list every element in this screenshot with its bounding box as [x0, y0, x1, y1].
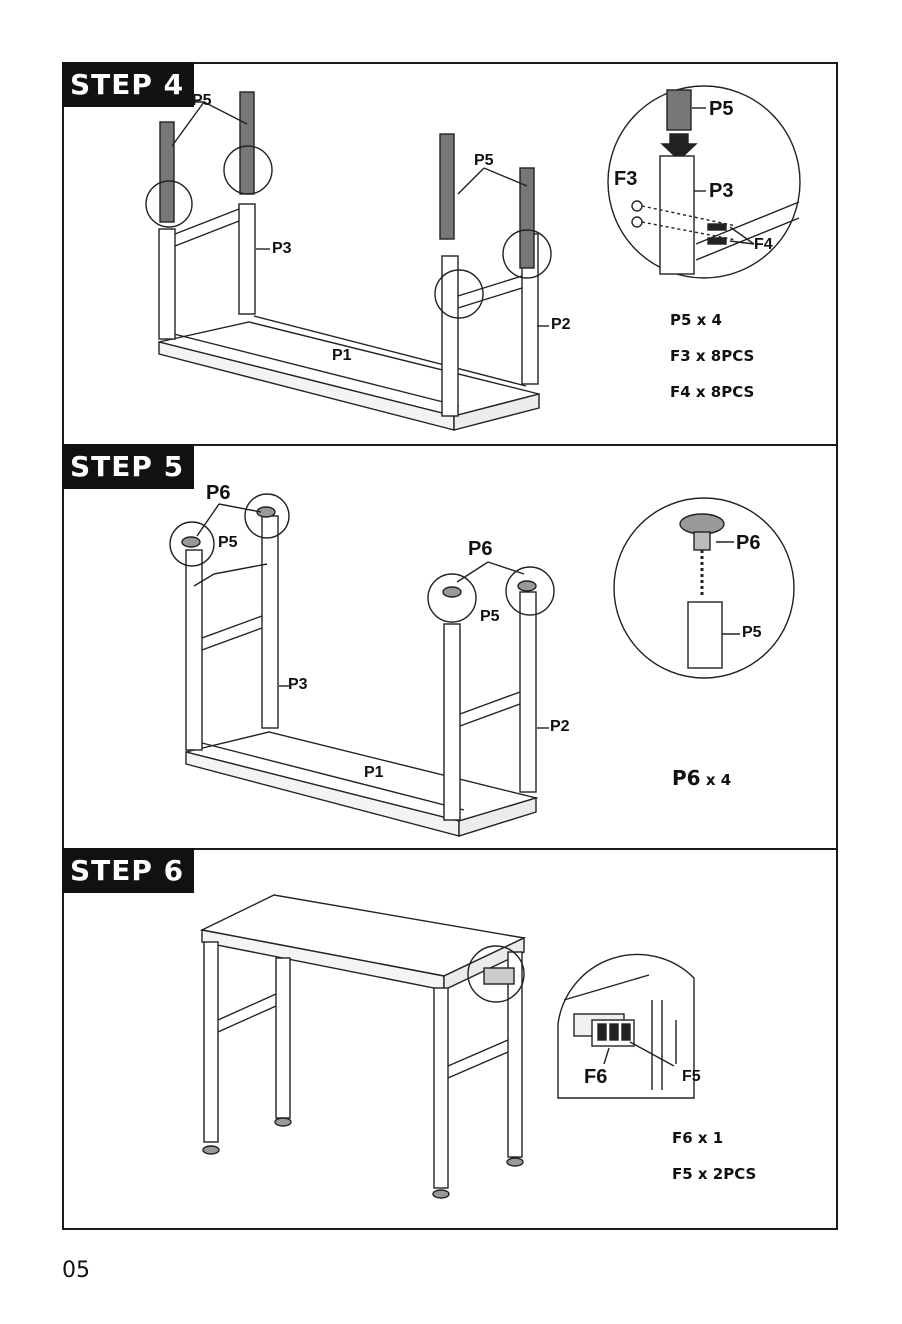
step-6-panel: STEP 6 F6 F5 F6 x 1 F5 x 2PCS — [62, 848, 838, 1230]
detail-label-p3: P3 — [709, 180, 733, 203]
label-p6: P6 — [206, 482, 230, 505]
label-p2: P2 — [551, 316, 571, 334]
detail-label-f3: F3 — [614, 168, 637, 191]
detail-label-f4: F4 — [754, 236, 773, 254]
quantity-item: F6 x 1 — [672, 1128, 756, 1148]
quantity-item: F4 x 8PCS — [670, 382, 754, 402]
quantity-count: x 4 — [706, 771, 731, 789]
quantity-list: P5 x 4 F3 x 8PCS F4 x 8PCS — [670, 310, 754, 418]
quantity-item: F5 x 2PCS — [672, 1164, 756, 1184]
quantity-item: F3 x 8PCS — [670, 346, 754, 366]
detail-label-p5: P5 — [709, 98, 733, 121]
step-4-panel: STEP 4 P5 P3 P1 P5 P2 P5 F3 P3 F4 P5 x 4… — [62, 62, 838, 446]
step-5-illustration — [64, 446, 840, 852]
step-5-panel: STEP 5 P6 P5 P3 P1 P6 P5 P2 P6 P5 P6 x 4 — [62, 444, 838, 850]
label-p5: P5 — [192, 92, 212, 110]
page-number: 05 — [62, 1258, 90, 1283]
label-p5: P5 — [474, 152, 494, 170]
label-p5: P5 — [480, 608, 500, 626]
quantity-list: F6 x 1 F5 x 2PCS — [672, 1128, 756, 1200]
label-p6: P6 — [468, 538, 492, 561]
step-title: STEP 4 — [62, 62, 194, 107]
step-title: STEP 6 — [62, 848, 194, 893]
detail-label-f5: F5 — [682, 1068, 701, 1086]
label-p1: P1 — [332, 347, 352, 365]
quantity-part: P6 — [672, 766, 701, 790]
detail-label-p5: P5 — [742, 624, 762, 642]
label-p3: P3 — [272, 240, 292, 258]
label-p3: P3 — [288, 676, 308, 694]
quantity-item: P5 x 4 — [670, 310, 754, 330]
label-p2: P2 — [550, 718, 570, 736]
label-p1: P1 — [364, 764, 384, 782]
label-p5: P5 — [218, 534, 238, 552]
quantity-item: P6 x 4 — [672, 768, 731, 790]
detail-label-f6: F6 — [584, 1066, 607, 1089]
detail-label-p6: P6 — [736, 532, 760, 555]
step-title: STEP 5 — [62, 444, 194, 489]
